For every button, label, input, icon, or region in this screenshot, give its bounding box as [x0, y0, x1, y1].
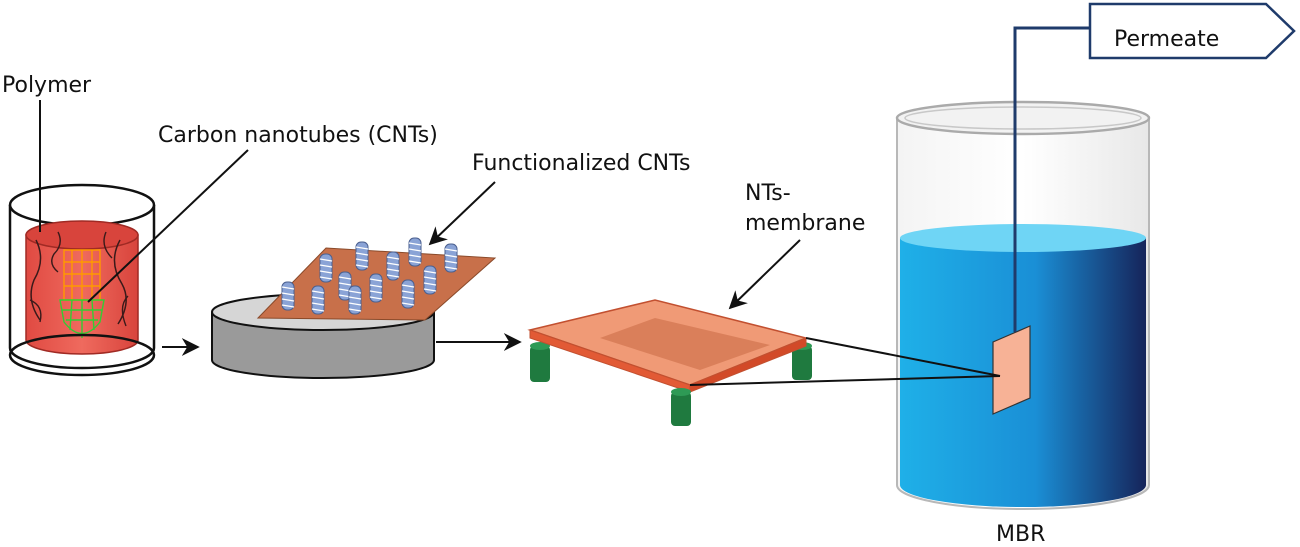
cnt-tubes [281, 237, 458, 315]
nts-label-line1: NTs- [745, 181, 791, 206]
cnt-tube [348, 285, 362, 315]
cnt-tube [386, 251, 400, 281]
cnt-tube [355, 241, 369, 271]
membrane-leg [792, 346, 812, 380]
zoom-line-top [805, 337, 1001, 377]
zoom-line-bottom [689, 375, 1001, 386]
container-base [8, 333, 156, 377]
membrane-arrow [728, 239, 801, 310]
functionalized-arrow [428, 181, 496, 246]
polymer-container [8, 183, 156, 370]
permeate-pipe [1013, 26, 1090, 332]
cnt-tube [444, 243, 458, 273]
nts-membrane [527, 299, 812, 426]
cnt-tube [401, 279, 415, 309]
cnt-pointer [87, 149, 249, 303]
cnt-tube [369, 273, 383, 303]
nts-label-line2: membrane [745, 211, 865, 236]
immersed-membrane-panel [992, 325, 1031, 415]
cnt-tube [408, 237, 422, 267]
cnt-tube [319, 253, 333, 283]
permeate-label: Permeate [1114, 27, 1219, 52]
mbr-tank [895, 100, 1151, 510]
cnt-tube [311, 285, 325, 315]
membrane-leg [671, 392, 691, 426]
cnt-lattice [59, 249, 105, 338]
polymer-label: Polymer [2, 73, 92, 98]
cnt-tube [281, 281, 295, 311]
membrane-leg [530, 346, 550, 382]
functionalized-label: Functionalized CNTs [472, 151, 690, 176]
mbr-label: MBR [996, 522, 1045, 547]
permeate-flag [1088, 2, 1296, 60]
cnt-tube [423, 265, 437, 295]
cnt-label: Carbon nanotubes (CNTs) [158, 123, 438, 148]
